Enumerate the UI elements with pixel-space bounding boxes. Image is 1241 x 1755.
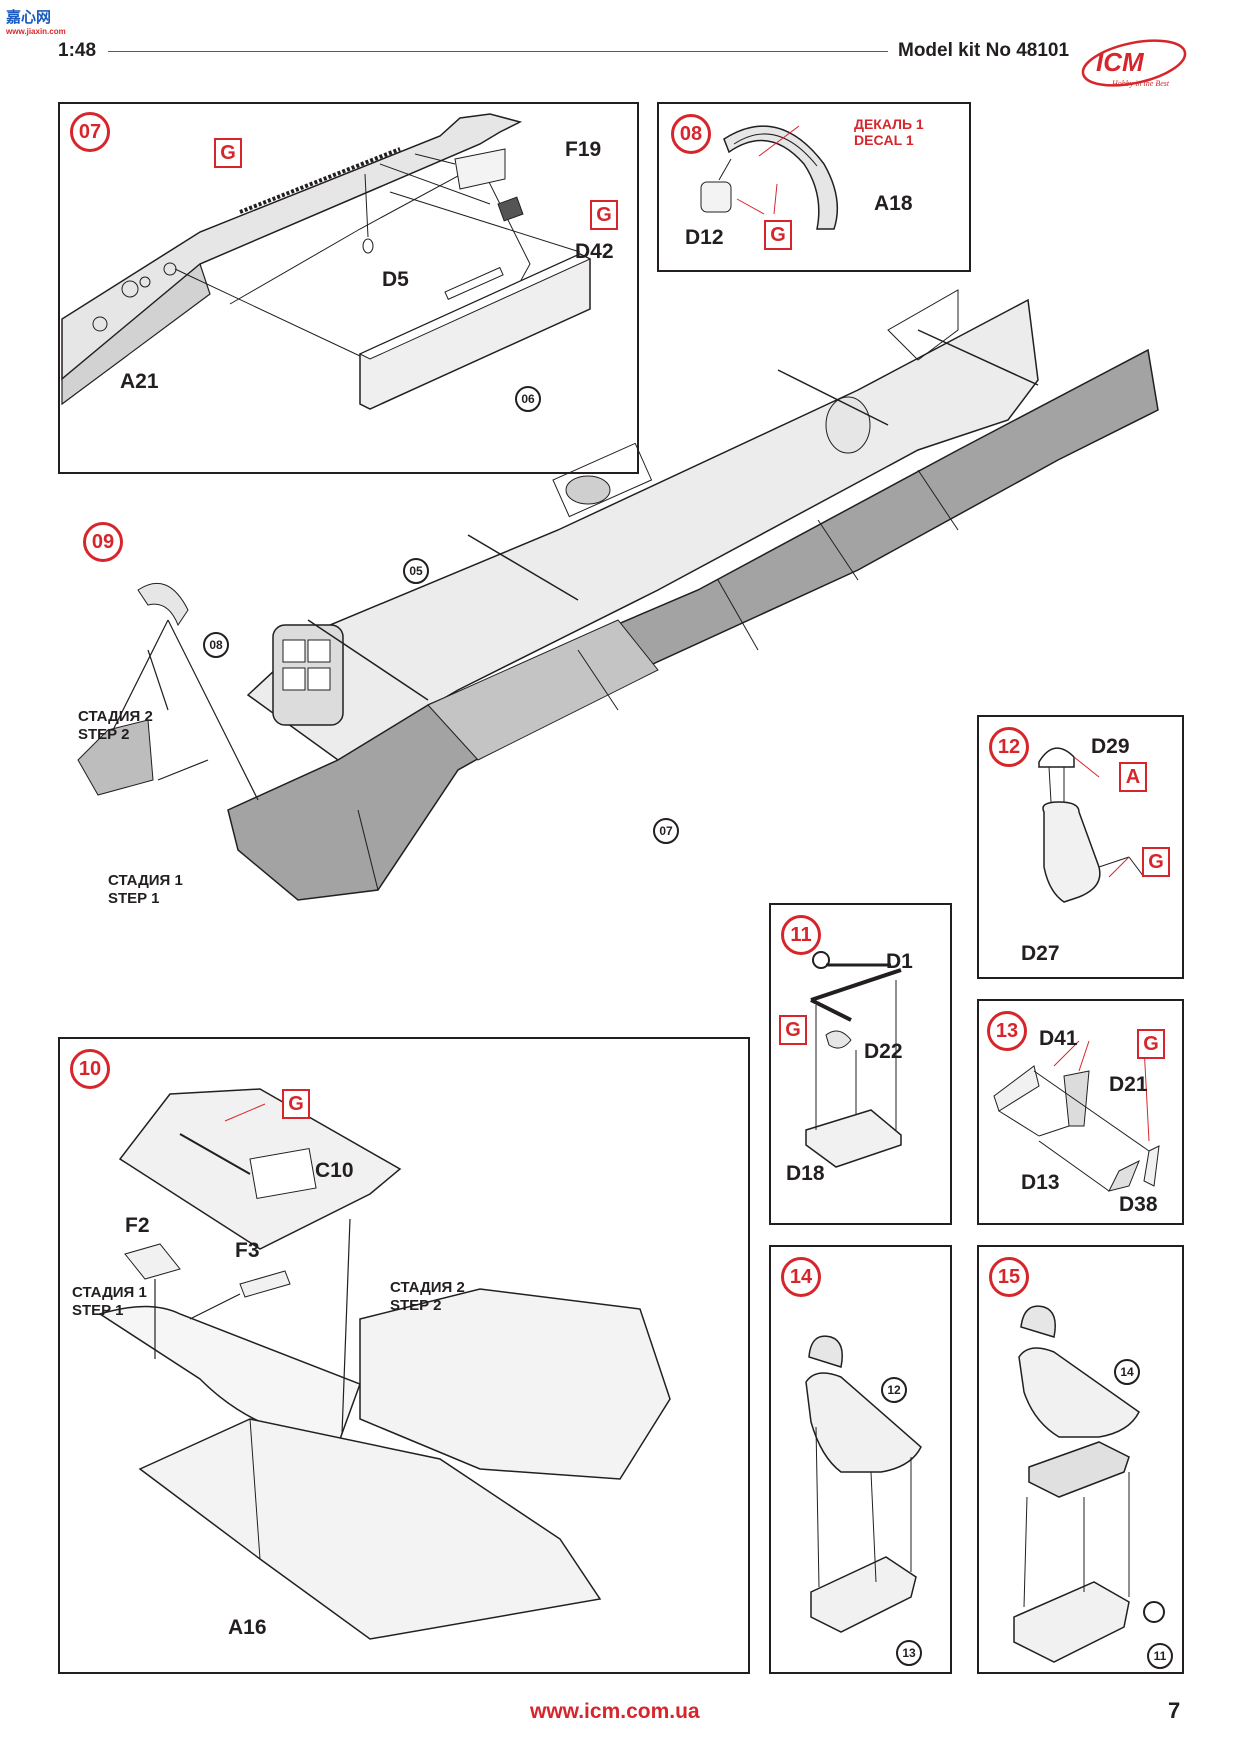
step-10-part-f3: F3: [235, 1239, 260, 1262]
step-12-color-a: A: [1119, 762, 1147, 792]
step-15-number: 15: [989, 1257, 1029, 1297]
step-09-stage1-en: STEP 1: [108, 890, 160, 907]
step-08-part-a18: A18: [874, 192, 913, 215]
step-09-ref-08: 08: [203, 632, 229, 658]
step-12-drawing: [1038, 747, 1145, 903]
step-14-ref-13: 13: [896, 1640, 922, 1666]
step-13-drawing: [993, 1040, 1160, 1192]
step-13-part-d21: D21: [1109, 1073, 1148, 1096]
step-09-stage1-ru: СТАДИЯ 1: [108, 872, 183, 889]
step-15-drawing: [1013, 1305, 1165, 1663]
step-07-number: 07: [70, 112, 110, 152]
step-09-ref-07: 07: [653, 818, 679, 844]
step-11-panel: 11 D1 D22 D18 G: [769, 903, 952, 1225]
step-08-decal-en: DECAL 1: [854, 132, 914, 148]
step-07-ref: 06: [515, 386, 541, 412]
page-number: 7: [1168, 1698, 1181, 1723]
step-10-number: 10: [70, 1049, 110, 1089]
step-07-panel: 07 G G F19 D42 D5 A21 06: [58, 102, 639, 474]
step-08-color-g1: G: [764, 220, 792, 250]
step-15-ref-14: 14: [1114, 1359, 1140, 1385]
logo-text: ICM: [1096, 47, 1145, 77]
step-12-color-g: G: [1142, 847, 1170, 877]
step-10-part-f2: F2: [125, 1214, 150, 1237]
step-10-stage2-ru: СТАДИЯ 2: [390, 1279, 465, 1296]
step-14-ref-12: 12: [881, 1377, 907, 1403]
step-10-stage1-ru: СТАДИЯ 1: [72, 1284, 147, 1301]
watermark-text: 嘉心网: [6, 9, 52, 26]
step-07-part-f19: F19: [565, 138, 602, 161]
step-10-stage2-en: STEP 2: [390, 1297, 442, 1314]
step-11-number: 11: [781, 915, 821, 955]
step-12-part-d27: D27: [1021, 942, 1060, 965]
step-07-part-d42: D42: [575, 240, 614, 263]
step-15-panel: 15 14 11: [977, 1245, 1184, 1674]
step-07-part-d5: D5: [382, 268, 409, 291]
watermark-sub: www.jiaxin.com: [6, 27, 66, 36]
step-11-drawing: [805, 951, 902, 1168]
step-09-stage-2: СТАДИЯ 2 STEP 2: [78, 708, 153, 744]
step-14-number: 14: [781, 1257, 821, 1297]
step-10-panel: 10 G C10 F2 F3 A16 СТАДИЯ 1 STEP 1 СТАДИ…: [58, 1037, 750, 1674]
step-13-part-d41: D41: [1039, 1027, 1078, 1050]
step-08-number: 08: [671, 114, 711, 154]
step-09-stage2-en: STEP 2: [78, 726, 130, 743]
step-10-stage-2: СТАДИЯ 2 STEP 2: [390, 1279, 465, 1315]
step-07-drawing: [61, 113, 592, 410]
step-08-part-d12: D12: [685, 226, 724, 249]
header-rule: [108, 51, 888, 52]
step-09-stage-1: СТАДИЯ 1 STEP 1: [108, 872, 183, 908]
footer-url[interactable]: www.icm.com.ua: [530, 1700, 700, 1723]
step-08-drawing: [700, 125, 839, 230]
step-09-number: 09: [83, 522, 123, 562]
step-09-stage2-ru: СТАДИЯ 2: [78, 708, 153, 725]
step-07-color-g1: G: [214, 138, 242, 168]
step-08-decal-ru: ДЕКАЛЬ 1: [854, 116, 924, 132]
step-14-drawing: [805, 1335, 922, 1633]
step-13-panel: 13 D41 G D21 D13 D38: [977, 999, 1184, 1225]
step-13-color-g: G: [1137, 1029, 1165, 1059]
step-10-drawing: [98, 1088, 671, 1640]
step-12-part-d29: D29: [1091, 735, 1130, 758]
step-14-panel: 14 12 13: [769, 1245, 952, 1674]
step-10-stage1-en: STEP 1: [72, 1302, 124, 1319]
step-11-part-d18: D18: [786, 1162, 825, 1185]
icm-logo: ICM Hobby in the Best: [1078, 35, 1190, 90]
step-09-ref-05: 05: [403, 558, 429, 584]
scale-label: 1:48: [58, 40, 97, 61]
step-10-stage-1: СТАДИЯ 1 STEP 1: [72, 1284, 147, 1320]
icm-logo-graphic: ICM Hobby in the Best: [1081, 39, 1187, 88]
step-09-area: 09 05 08 07 СТАДИЯ 2 STEP 2 СТАДИЯ 1 STE…: [58, 289, 1198, 1010]
step-12-panel: 12 D29 A G D27: [977, 715, 1184, 979]
step-15-ref-11: 11: [1147, 1643, 1173, 1669]
step-11-color-g1: G: [779, 1015, 807, 1045]
logo-tagline: Hobby in the Best: [1111, 79, 1170, 88]
step-12-number: 12: [989, 727, 1029, 767]
step-13-number: 13: [987, 1011, 1027, 1051]
step-08-panel: 08 ДЕКАЛЬ 1 DECAL 1 A18 D12 G: [657, 102, 971, 272]
watermark: 嘉心网 www.jiaxin.com: [6, 6, 66, 36]
step-10-color-g1: G: [282, 1089, 310, 1119]
step-13-part-d13: D13: [1021, 1171, 1060, 1194]
step-11-part-d22: D22: [864, 1040, 903, 1063]
kit-number: Model kit No 48101: [898, 40, 1070, 61]
step-11-part-d1: D1: [886, 950, 913, 973]
step-09-drawing: [77, 289, 1159, 901]
step-10-part-a16: A16: [228, 1616, 267, 1639]
step-10-part-c10: C10: [315, 1159, 354, 1182]
step-13-part-d38: D38: [1119, 1193, 1158, 1216]
step-07-part-a21: A21: [120, 370, 159, 393]
step-08-decal-label: ДЕКАЛЬ 1 DECAL 1: [854, 116, 924, 148]
step-07-color-g2: G: [590, 200, 618, 230]
